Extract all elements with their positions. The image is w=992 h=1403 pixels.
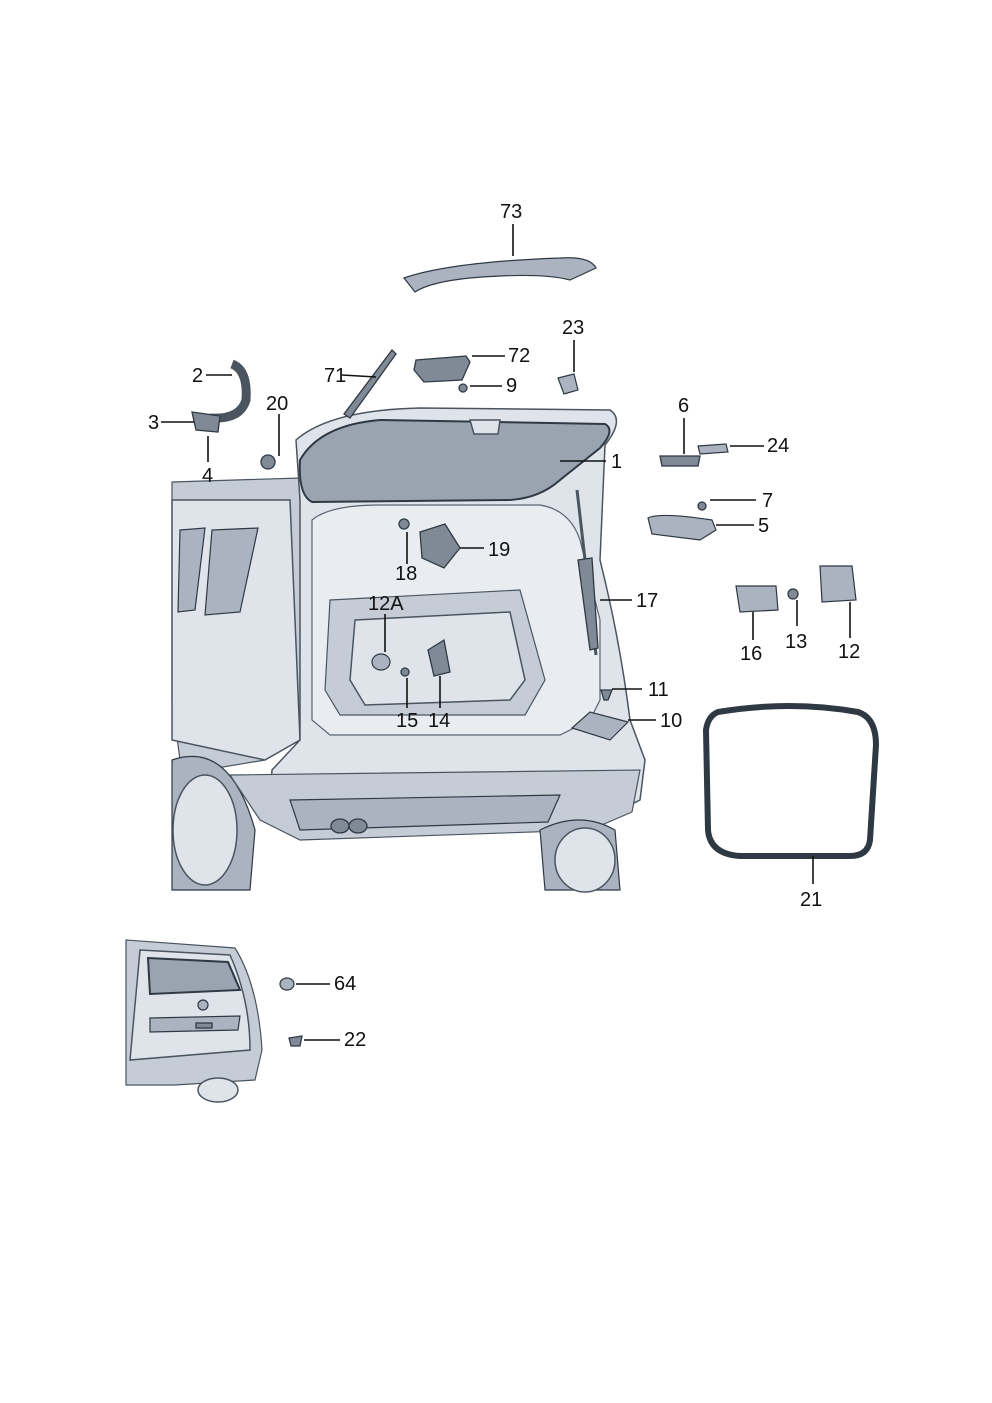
callout-22: 22 xyxy=(344,1029,366,1051)
clip-23-part xyxy=(557,373,579,395)
callout-9: 9 xyxy=(506,375,517,397)
callout-73: 73 xyxy=(500,201,522,223)
callout-1: 1 xyxy=(611,451,622,473)
callout-12a: 12A xyxy=(368,593,404,615)
callout-3: 3 xyxy=(148,412,159,434)
bracket-12-part xyxy=(819,565,857,603)
callout-19: 19 xyxy=(488,539,510,561)
bolt-11-part xyxy=(600,689,613,701)
parts xyxy=(191,257,880,859)
spoiler-part xyxy=(403,257,597,293)
callout-2: 2 xyxy=(192,365,203,387)
cover-16-part xyxy=(735,585,779,613)
vehicle-rear-illustration xyxy=(171,407,646,893)
callout-24: 24 xyxy=(767,435,789,457)
lock-14-part xyxy=(427,638,451,677)
seal-strip-part xyxy=(343,349,397,419)
callout-13: 13 xyxy=(785,631,807,653)
callout-72: 72 xyxy=(508,345,530,367)
brake-lamp-part xyxy=(413,355,471,383)
hinge-19-part xyxy=(419,523,461,569)
callout-14: 14 xyxy=(428,710,450,732)
callout-17: 17 xyxy=(636,590,658,612)
callout-4: 4 xyxy=(202,465,213,487)
connector-3-part xyxy=(191,411,221,433)
secondary-rear-view xyxy=(125,939,303,1103)
door-seal-21-part xyxy=(702,703,880,859)
screw-22-part xyxy=(288,1035,303,1047)
leader-lines xyxy=(161,224,851,1041)
trim-24-part xyxy=(697,443,729,455)
screw-15-part xyxy=(400,667,410,677)
bolt-18-part xyxy=(398,518,410,530)
callout-18: 18 xyxy=(395,563,417,585)
callout-20: 20 xyxy=(266,393,288,415)
screw-9-part xyxy=(458,383,468,393)
callout-6: 6 xyxy=(678,395,689,417)
callout-5: 5 xyxy=(758,515,769,537)
callout-16: 16 xyxy=(740,643,762,665)
cable-2-part xyxy=(209,359,251,423)
callout-21: 21 xyxy=(800,889,822,911)
nut-7-part xyxy=(697,501,707,511)
callout-10: 10 xyxy=(660,710,682,732)
callout-23: 23 xyxy=(562,317,584,339)
callout-71: 71 xyxy=(324,365,346,387)
callout-15: 15 xyxy=(396,710,418,732)
handle-6-part xyxy=(659,455,701,467)
screw-13-part xyxy=(787,588,799,600)
grommet-20-part xyxy=(260,454,276,470)
cap-64-part xyxy=(279,977,295,991)
callout-11: 11 xyxy=(648,679,669,701)
buffer-12a-part xyxy=(371,653,391,671)
striker-10-part xyxy=(570,711,630,741)
callout-7: 7 xyxy=(762,490,773,512)
callout-12: 12 xyxy=(838,641,860,663)
callout-labels: 73 71 72 9 23 2 3 4 20 6 24 1 7 5 17 18 … xyxy=(148,201,860,1051)
switch-5-part xyxy=(647,514,717,541)
callout-64: 64 xyxy=(334,973,356,995)
